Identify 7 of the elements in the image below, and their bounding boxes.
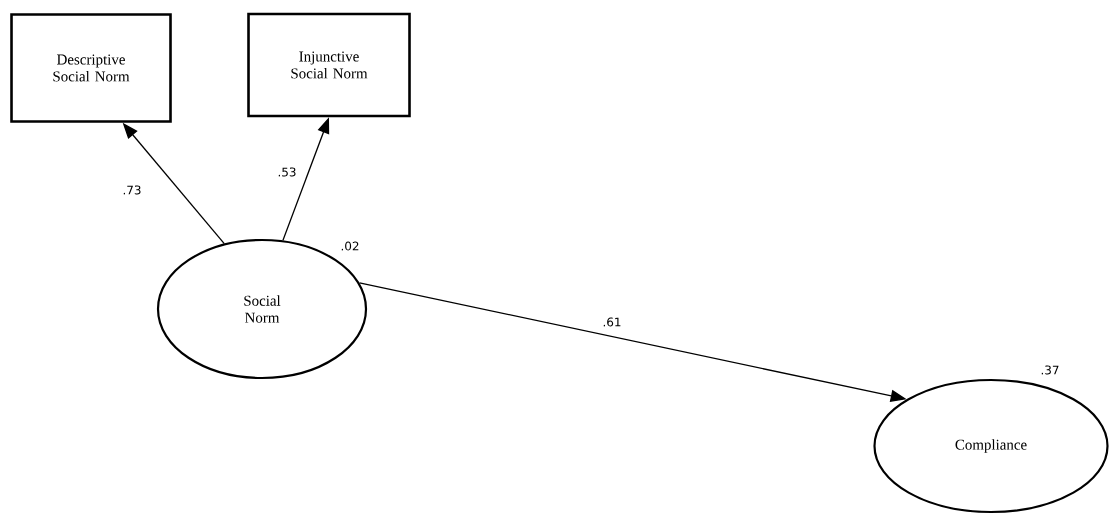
- observed-variable-box: Descriptive Social Norm: [10, 13, 172, 123]
- variance-value: .37: [1041, 365, 1059, 375]
- observed-variable-box: Injunctive Social Norm: [247, 12, 411, 118]
- path-coefficient: .61: [601, 316, 623, 328]
- path-coefficient: .73: [121, 184, 143, 196]
- variance-value: .02: [341, 241, 359, 251]
- path-coefficient: .53: [276, 166, 298, 178]
